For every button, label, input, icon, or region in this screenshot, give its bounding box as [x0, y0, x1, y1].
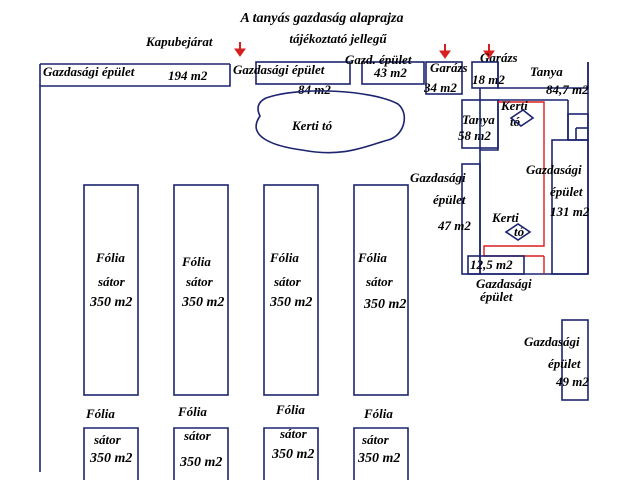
foil-tent-1-area: 350 m2 [89, 295, 132, 310]
foil-tent-1: Fólia sátor 350 m2 [83, 184, 139, 396]
foil-tent-3-l1: Fólia [269, 250, 299, 265]
building-131-area: 131 m2 [550, 204, 590, 219]
foil-tent-3-area: 350 m2 [269, 295, 312, 310]
building-131-name-b: épület [550, 184, 583, 199]
foil-tent-1-l1: Fólia [95, 250, 125, 265]
garage-18-area: 18 m2 [472, 72, 505, 87]
building-131-name-a: Gazdasági [526, 162, 582, 177]
foil-tent-4-area: 350 m2 [363, 297, 406, 312]
small-shed [567, 113, 589, 141]
building-47-name-b: épület [433, 192, 466, 207]
plan-title-line2: tájékoztató jellegű [289, 31, 387, 46]
building-194-name: Gazdasági épület [43, 64, 135, 79]
building-bottom-name-b: épület [480, 289, 513, 304]
small-pond-1-label-a: Kerti [500, 98, 528, 113]
garage-34 [425, 61, 463, 95]
foil-tent-8-l2: sátor [361, 432, 390, 447]
building-84 [255, 61, 351, 85]
room-12-5 [467, 255, 525, 275]
foil-tent-8-l1: Fólia [363, 406, 393, 421]
building-84-area: 84 m2 [298, 82, 331, 97]
foil-tent-3: Fólia sátor 350 m2 [263, 184, 319, 396]
building-43-area: 43 m2 [373, 65, 407, 80]
garage-34-name: Garázs [430, 60, 468, 75]
entrance-arrow-icon [234, 42, 246, 57]
building-bottom-name-a: Gazdasági [476, 276, 532, 291]
foil-tent-4-l2: sátor [365, 274, 394, 289]
foil-tent-7-l1: Fólia [275, 402, 305, 417]
foil-tent-2: Fólia sátor 350 m2 [173, 184, 229, 396]
building-49-name-b: épület [548, 356, 581, 371]
building-43 [361, 61, 425, 85]
foil-tent-3-l2: sátor [273, 274, 302, 289]
small-pond-2-label-a: Kerti [491, 210, 519, 225]
house-58-name: Tanya [462, 112, 495, 127]
house-847-name: Tanya [530, 64, 563, 79]
building-43-name: Gazd. épület [345, 52, 412, 67]
foil-tent-5-l2: sátor [93, 432, 122, 447]
building-194-area: 194 m2 [168, 68, 208, 83]
building-84-name: Gazdasági épület [233, 62, 325, 77]
foil-tent-7: Fólia sátor 350 m2 [263, 402, 319, 480]
small-pond-2-label-b: tó [514, 224, 525, 239]
foil-tent-2-l1: Fólia [181, 254, 211, 269]
foil-tent-5-l1: Fólia [85, 406, 115, 421]
foil-tent-6-l1: Fólia [177, 404, 207, 419]
pond-marker-icon [504, 223, 532, 241]
building-131 [551, 139, 589, 275]
entrance-arrow-icon [483, 44, 495, 59]
gate-label: Kapubejárat [145, 34, 213, 49]
building-49-area: 49 m2 [555, 374, 589, 389]
garage-34-area: 34 m2 [423, 80, 457, 95]
foil-tent-6-l2: sátor [183, 428, 212, 443]
building-49 [561, 319, 589, 401]
foil-tent-2-l2: sátor [185, 274, 214, 289]
entrance-arrow-icon [439, 44, 451, 59]
pond-marker-icon [509, 109, 535, 127]
foil-tent-7-l2: sátor [279, 426, 308, 441]
foil-tent-8: Fólia sátor 350 m2 [353, 406, 409, 480]
house-58-area: 58 m2 [458, 128, 491, 143]
foil-tent-5-area: 350 m2 [89, 451, 132, 466]
foil-tent-7-area: 350 m2 [271, 447, 314, 462]
red-fence-line [483, 101, 545, 256]
foil-tent-5: Fólia sátor 350 m2 [83, 406, 139, 480]
room-12-5-area: 12,5 m2 [470, 257, 513, 272]
foil-tent-6-area: 350 m2 [179, 455, 222, 470]
building-47-name-a: Gazdasági [410, 170, 466, 185]
building-49-name-a: Gazdasági [524, 334, 580, 349]
foil-tent-6: Fólia sátor 350 m2 [173, 404, 229, 480]
building-47-area: 47 m2 [437, 218, 471, 233]
foil-tent-1-l2: sátor [97, 274, 126, 289]
plan-title-line1: A tanyás gazdaság alaprajza [240, 11, 404, 26]
foil-tent-4: Fólia sátor 350 m2 [353, 184, 409, 396]
main-pond-label: Kerti tó [291, 118, 333, 133]
main-pond [255, 90, 406, 154]
house-847-area: 84,7 m2 [546, 82, 589, 97]
foil-tent-8-area: 350 m2 [357, 451, 400, 466]
foil-tent-4-l1: Fólia [357, 250, 387, 265]
foil-tent-2-area: 350 m2 [181, 295, 224, 310]
property-boundary-left [39, 64, 231, 472]
